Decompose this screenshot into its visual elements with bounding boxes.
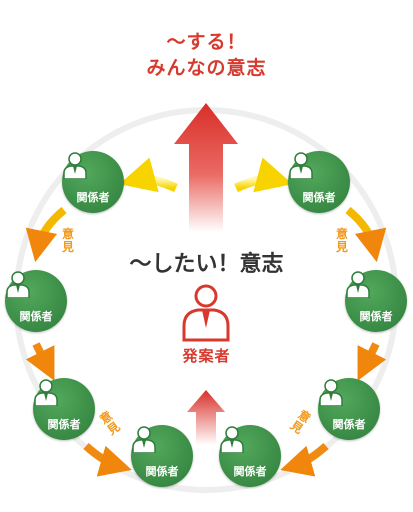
person-icon [346,271,370,298]
will-label: 〜したい！意志 [129,252,284,277]
stakeholder-label: 関係者 [47,418,81,431]
arrow-left-2 [25,342,55,381]
person-icon [6,271,30,298]
title-line2: みんなの意志 [146,57,267,79]
person-icon [34,379,58,406]
opinion-label-left: 意見 [62,227,75,254]
proposer-label: 発案者 [182,347,231,365]
stakeholder-node-top-left: 関係者 [62,151,124,213]
arrow-left-3 [83,442,132,477]
stakeholder-label: 関係者 [145,465,179,478]
person-icon [289,152,313,179]
stakeholder-label: 関係者 [359,310,393,323]
title-line1: 〜する！ [166,31,247,53]
arrow-yellow-left [119,157,178,193]
stakeholder-label: 関係者 [76,191,110,204]
person-icon [319,379,343,406]
proposer-arrow-up [187,390,225,445]
stakeholder-label: 関係者 [19,310,53,323]
stakeholder-node-lower-right: 関係者 [318,378,380,440]
opinion-label-right: 意見 [336,227,349,254]
person-icon [132,426,156,453]
arrow-right-1 [345,206,387,263]
stakeholder-node-bottom-right: 関係者 [219,425,281,487]
proposer-person-icon [182,284,230,342]
stakeholder-node-left-middle: 関係者 [5,270,67,332]
main-arrow-up [174,103,238,232]
arrow-right-2 [357,342,387,381]
stakeholder-label: 関係者 [332,418,366,431]
stakeholder-label: 関係者 [302,191,336,204]
person-icon [220,426,244,453]
stakeholder-node-right-middle: 関係者 [345,270,407,332]
arrow-right-3 [280,442,329,477]
stakeholder-node-lower-left: 関係者 [33,378,95,440]
arrow-yellow-right [234,157,293,193]
stakeholder-label: 関係者 [233,465,267,478]
stakeholder-node-top-right: 関係者 [288,151,350,213]
person-icon [63,152,87,179]
arrow-left-1 [25,206,67,263]
stakeholder-node-bottom-left: 関係者 [131,425,193,487]
